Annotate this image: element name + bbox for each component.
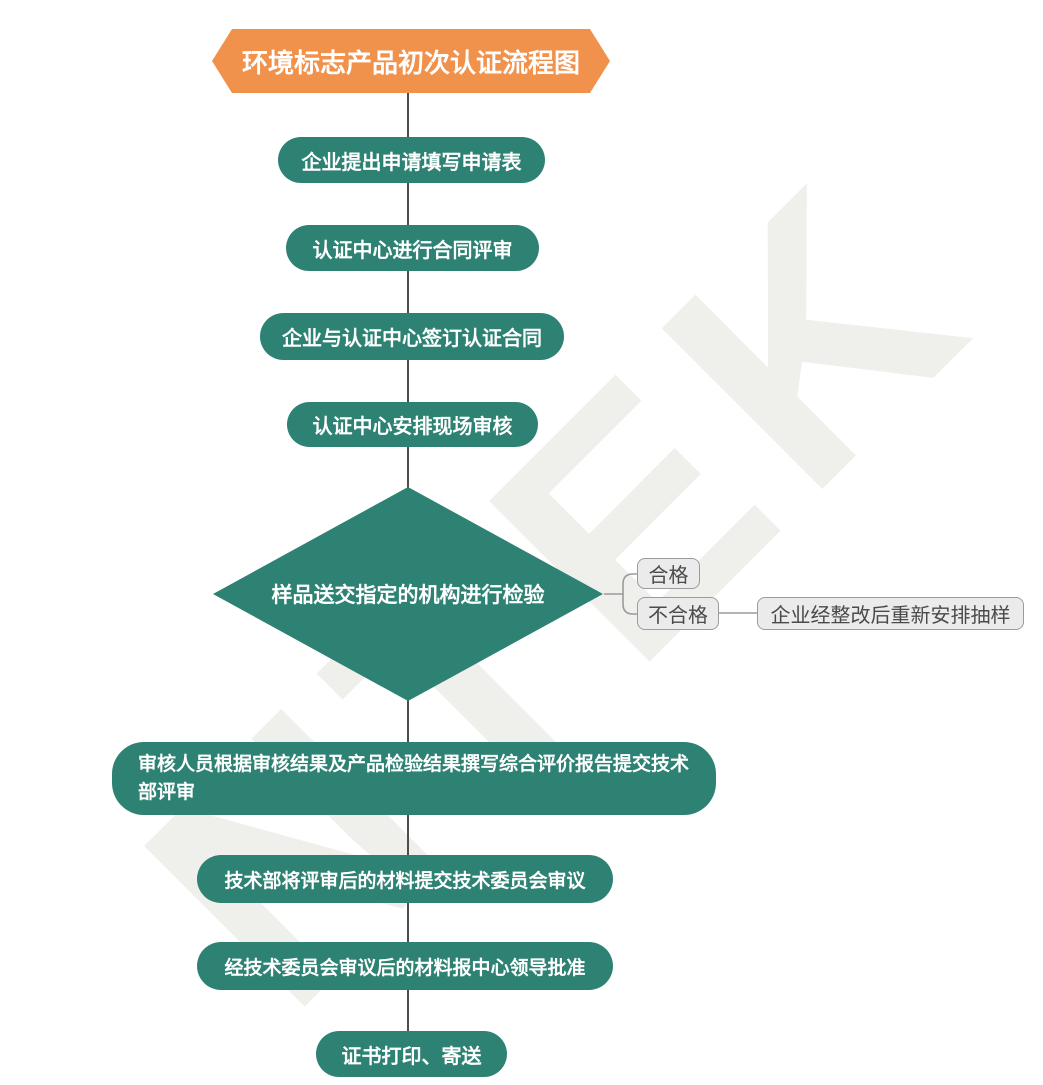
step-apply: 企业提出申请填写申请表 [278, 137, 545, 183]
step-leader-approval: 经技术委员会审议后的材料报中心领导批准 [197, 942, 613, 990]
step-tech-committee-review: 技术部将评审后的材料提交技术委员会审议 [197, 855, 613, 903]
step-sign-contract: 企业与认证中心签订认证合同 [260, 313, 564, 360]
step-onsite-audit: 认证中心安排现场审核 [287, 402, 538, 447]
step-evaluation-report: 审核人员根据审核结果及产品检验结果撰写综合评价报告提交技术部评审 [112, 742, 716, 815]
branch-pass: 合格 [637, 558, 700, 589]
flowchart-title: 环境标志产品初次认证流程图 [212, 29, 610, 93]
branch-fail: 不合格 [637, 597, 719, 630]
step-certificate-delivery: 证书打印、寄送 [316, 1031, 507, 1077]
step-contract-review: 认证中心进行合同评审 [286, 225, 539, 271]
branch-fail-action: 企业经整改后重新安排抽样 [757, 597, 1024, 630]
